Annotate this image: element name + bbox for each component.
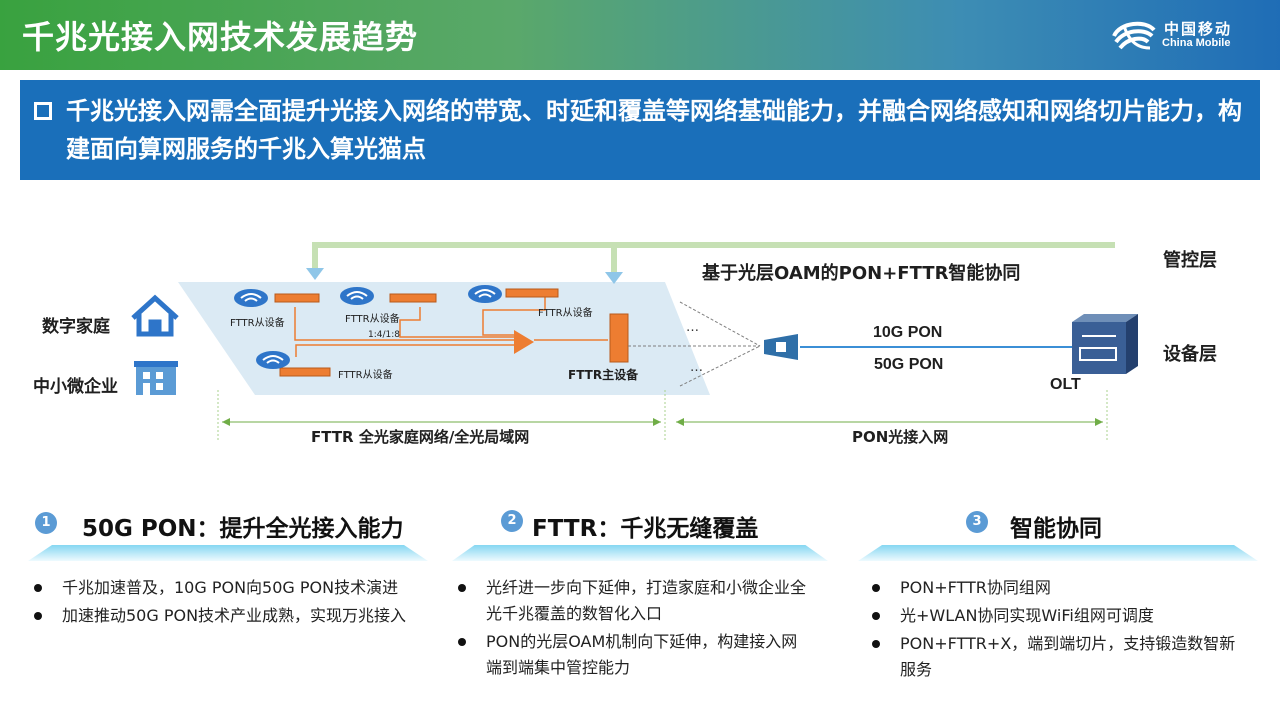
span-fttr-label: FTTR 全光家庭网络/全光局域网	[311, 428, 530, 446]
olt-device-icon	[1072, 314, 1138, 374]
master-device-label: FTTR主设备	[568, 368, 639, 382]
wifi-icon	[234, 289, 268, 307]
section-bullets: 千兆加速普及，10G PON向50G PON技术演进 加速推动50G PON技术…	[28, 575, 418, 629]
section-number-badge: 2	[501, 510, 523, 532]
china-mobile-logo-icon	[1112, 21, 1156, 50]
fttr-area-panel	[178, 282, 710, 395]
network-diagram: 基于光层OAM的PON+FTTR智能协同 管控层 设备层 数字家庭 中小微企业 …	[0, 190, 1280, 460]
management-line	[312, 242, 1115, 270]
diagram-graphics	[131, 242, 1138, 440]
list-item: 加速推动50G PON技术产业成熟，实现万兆接入	[28, 603, 418, 629]
slave-device-label: FTTR从设备	[338, 370, 393, 381]
checkbox-square-icon	[34, 102, 52, 120]
down-arrow-icon	[306, 268, 324, 280]
section-underline	[452, 545, 828, 561]
section-underline	[28, 545, 428, 561]
section-title: FTTR：千兆无缝覆盖	[532, 516, 759, 542]
wifi-icon	[340, 287, 374, 305]
home-icon	[131, 294, 179, 337]
section-number-badge: 1	[35, 512, 57, 534]
digital-home-label: 数字家庭	[42, 317, 110, 337]
china-mobile-logo: 中国移动 China Mobile	[1110, 18, 1270, 54]
section-number-badge: 3	[966, 511, 988, 533]
list-item: 光+WLAN协同实现WiFi组网可调度	[866, 603, 1246, 629]
slave-device-label: FTTR从设备	[345, 314, 400, 325]
down-arrow-icon	[605, 272, 623, 284]
logo-text-en: China Mobile	[1162, 37, 1231, 49]
list-item: PON的光层OAM机制向下延伸，构建接入网端到端集中管控能力	[452, 629, 812, 681]
ellipsis: …	[686, 320, 699, 335]
olt-label: OLT	[1050, 376, 1081, 393]
ellipsis: …	[690, 360, 703, 375]
span-pon-label: PON光接入网	[852, 428, 949, 446]
oam-label: 基于光层OAM的PON+FTTR智能协同	[702, 263, 1021, 284]
section-title: 智能协同	[1010, 516, 1102, 542]
sme-label: 中小微企业	[33, 377, 118, 397]
list-item: PON+FTTR+X，端到端切片，支持锻造数智新服务	[866, 631, 1246, 683]
splitter-icon	[764, 334, 798, 360]
section-bullets: PON+FTTR协同组网 光+WLAN协同实现WiFi组网可调度 PON+FTT…	[866, 575, 1246, 683]
arrow-right-icon	[514, 330, 534, 354]
list-item: 光纤进一步向下延伸，打造家庭和小微企业全光千兆覆盖的数智化入口	[452, 575, 812, 627]
section-bullets: 光纤进一步向下延伸，打造家庭和小微企业全光千兆覆盖的数智化入口 PON的光层OA…	[452, 575, 812, 681]
wifi-icon	[256, 351, 290, 369]
mgmt-layer-label: 管控层	[1163, 250, 1217, 271]
section-title: 50G PON：提升全光接入能力	[82, 516, 404, 542]
banner-text: 千兆光接入网需全面提升光接入网络的带宽、时延和覆盖等网络基础能力，并融合网络感知…	[66, 97, 1242, 163]
page-title: 千兆光接入网技术发展趋势	[22, 18, 419, 56]
section-underline	[858, 545, 1258, 561]
wifi-icon	[468, 285, 502, 303]
logo-text-cn: 中国移动	[1164, 20, 1233, 38]
summary-banner: 千兆光接入网需全面提升光接入网络的带宽、时延和覆盖等网络基础能力，并融合网络感知…	[20, 80, 1260, 180]
slave-device-label: FTTR从设备	[230, 318, 285, 329]
device-layer-label: 设备层	[1163, 344, 1217, 365]
pon-50g-label: 50G PON	[874, 356, 944, 373]
split-ratio-label: 1:4/1:8	[368, 330, 401, 340]
slave-device-label: FTTR从设备	[538, 308, 593, 319]
list-item: 千兆加速普及，10G PON向50G PON技术演进	[28, 575, 418, 601]
list-item: PON+FTTR协同组网	[866, 575, 1246, 601]
title-bar: 千兆光接入网技术发展趋势 中国移动 China Mobile	[0, 0, 1280, 70]
building-icon	[134, 361, 178, 395]
pon-10g-label: 10G PON	[873, 324, 943, 341]
